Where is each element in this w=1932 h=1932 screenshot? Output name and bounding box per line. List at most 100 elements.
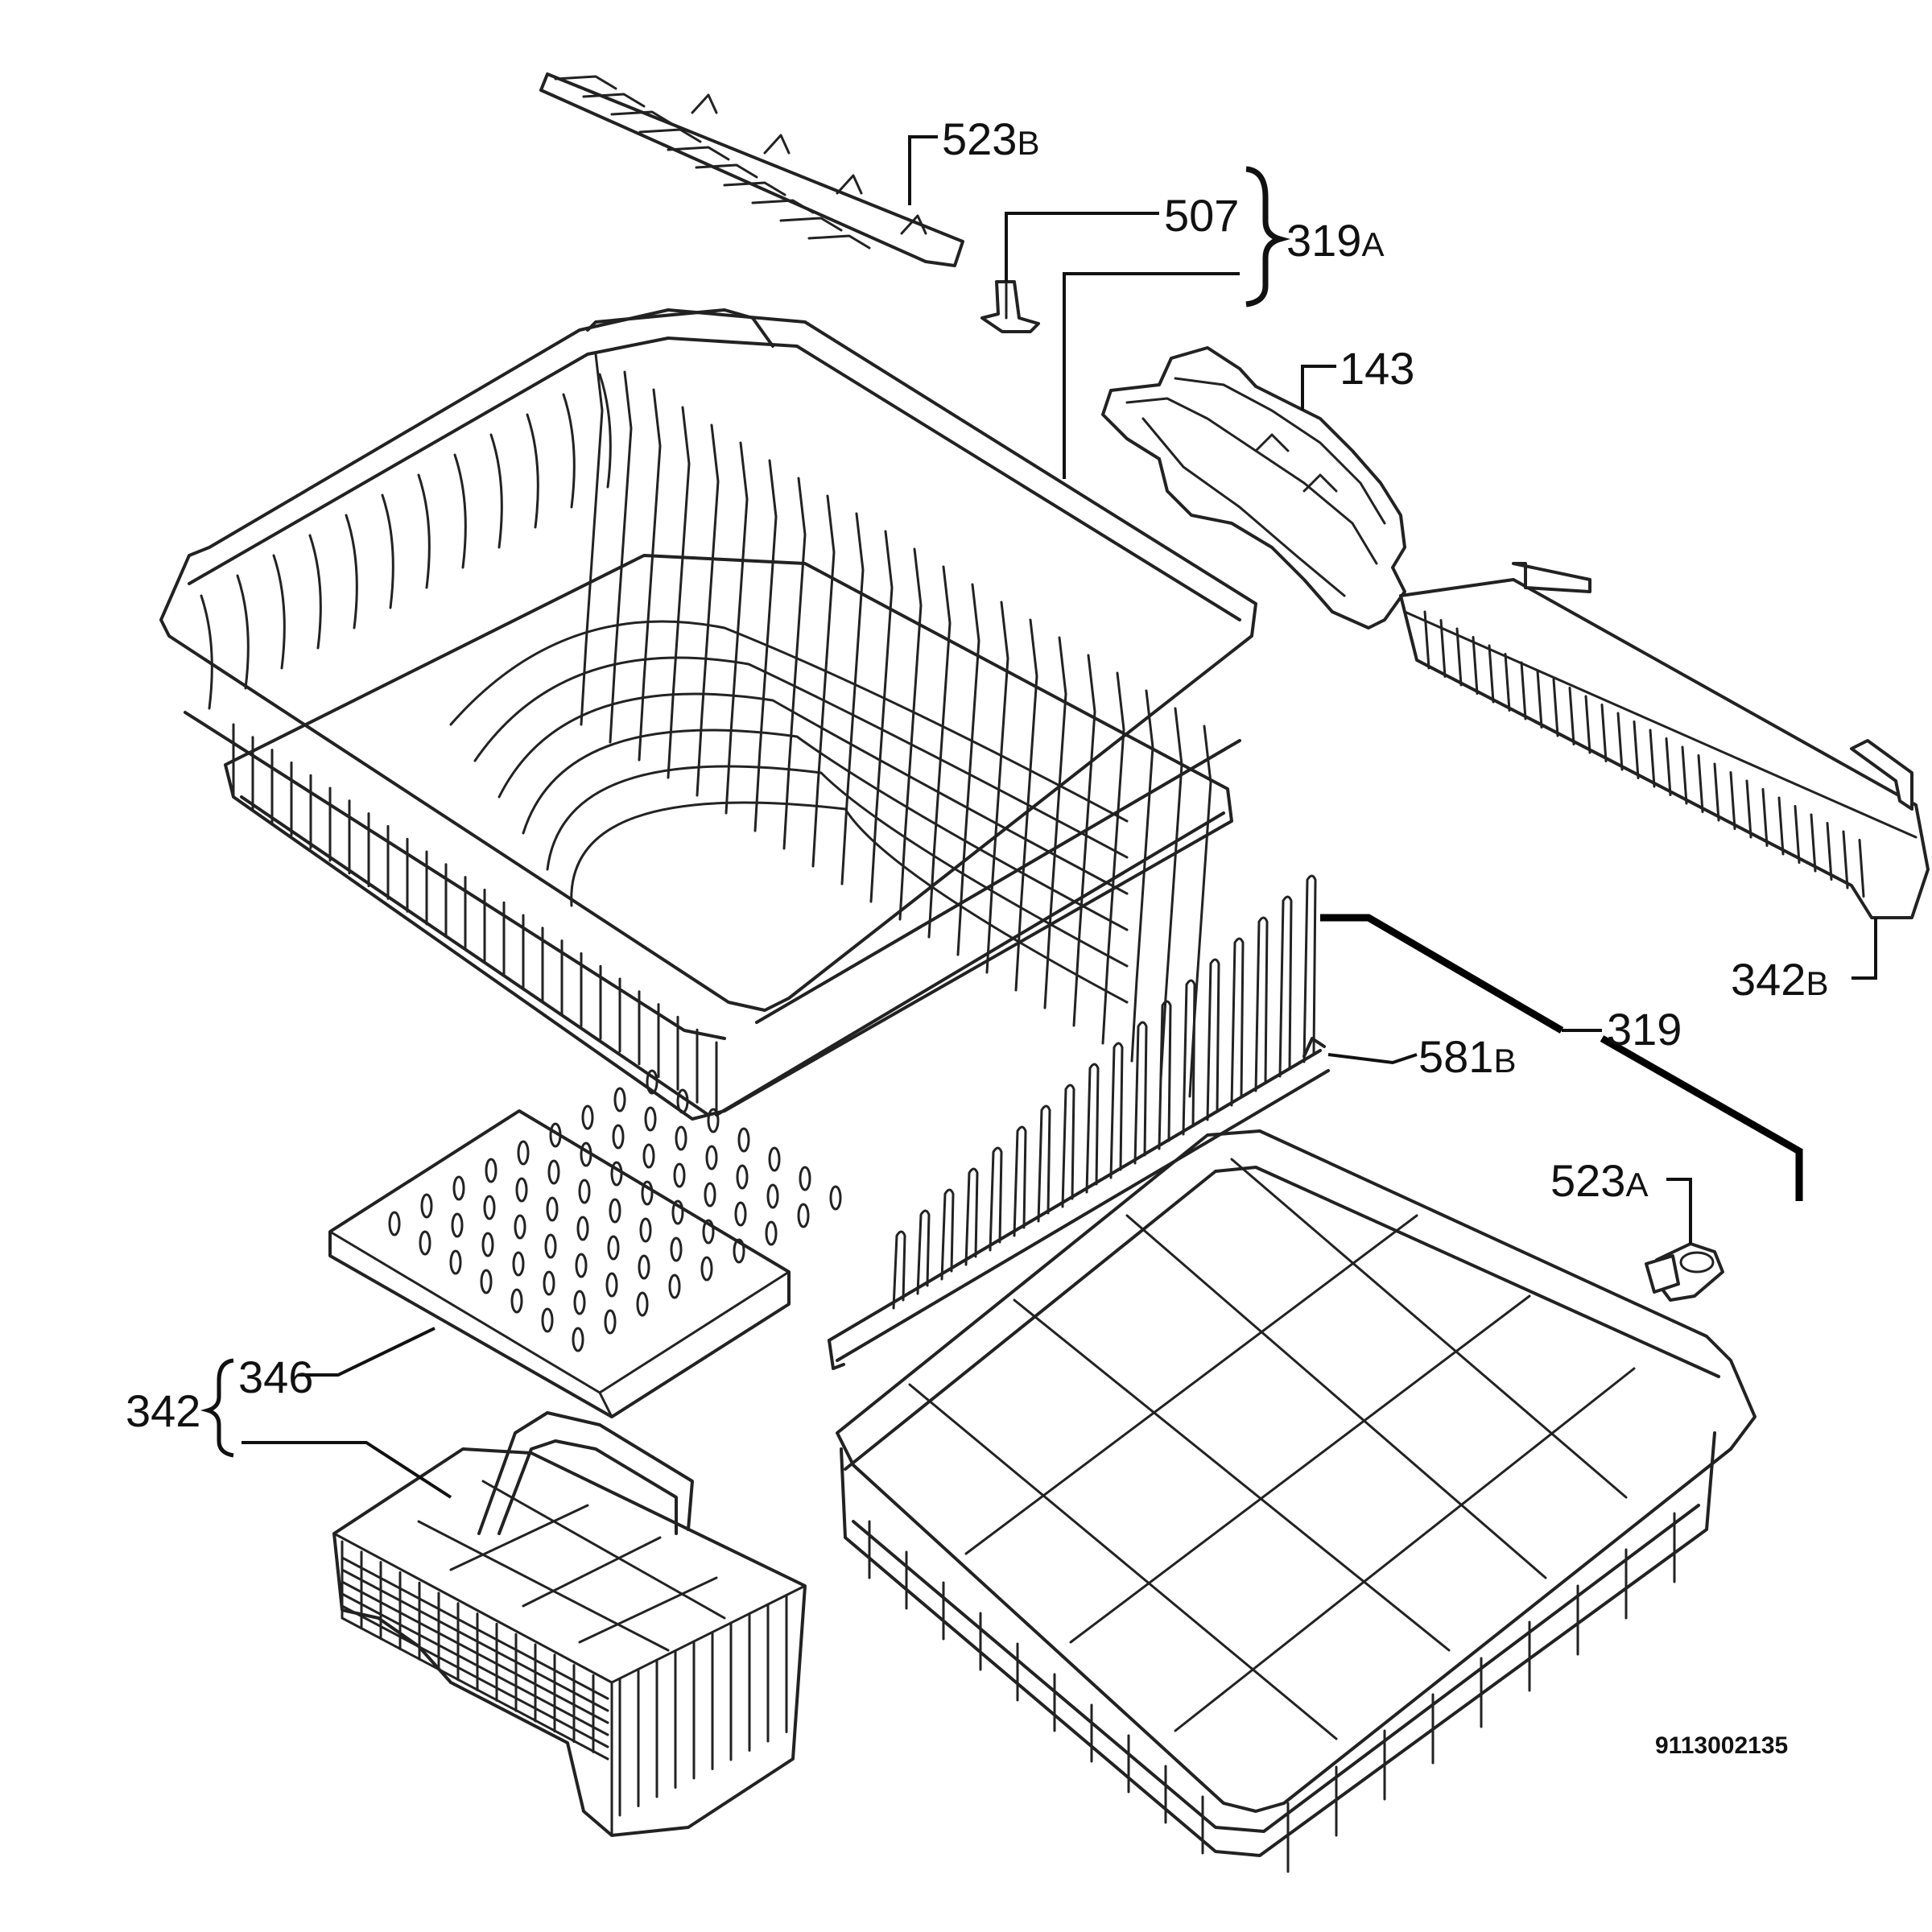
wire-line	[1302, 874, 1317, 1063]
wire-line	[1584, 695, 1591, 754]
lid-slot	[605, 1272, 618, 1298]
wire-line	[1713, 762, 1720, 822]
lid-slot	[638, 1254, 650, 1280]
lid-slot	[736, 1164, 749, 1190]
lid-slot	[481, 1232, 494, 1257]
part-346-basket-lid	[328, 1069, 842, 1418]
wire-line	[1109, 1042, 1124, 1179]
lid-slot	[673, 1162, 686, 1188]
wire-line	[1188, 724, 1212, 1098]
lid-slot	[515, 1177, 528, 1203]
diagram-code: 9113002135	[1655, 1732, 1788, 1759]
wire-line	[1842, 830, 1849, 890]
wire-line	[927, 565, 952, 939]
lid-slot	[734, 1201, 747, 1227]
wire-line	[341, 1568, 609, 1712]
lid-slot	[707, 1108, 720, 1133]
label-342b: 342B	[1731, 954, 1828, 1005]
wire-line	[489, 433, 503, 549]
lid-slot	[639, 1217, 652, 1243]
label-523b: 523B	[942, 114, 1039, 164]
lid-slot	[636, 1291, 649, 1317]
brace-342	[200, 1358, 234, 1458]
label-523a: 523A	[1550, 1155, 1648, 1206]
wire-line	[345, 514, 358, 630]
wire-line	[1552, 678, 1559, 737]
lid-slot	[670, 1236, 683, 1262]
part-342-cutlery-basket	[332, 1411, 807, 1837]
wire-line	[753, 459, 778, 832]
wire-line	[570, 801, 1129, 1004]
wire-line	[1794, 805, 1801, 864]
lid-slot	[572, 1327, 584, 1352]
wire-line	[1761, 788, 1769, 847]
lid-slot	[452, 1175, 465, 1201]
wire-line	[453, 453, 467, 569]
lid-slot	[704, 1182, 716, 1208]
wire-line	[1206, 958, 1220, 1121]
lid-slot	[578, 1179, 591, 1204]
label-319a: 319A	[1286, 215, 1384, 266]
lid-slot	[642, 1143, 655, 1169]
part-342b-side-basket	[1399, 562, 1930, 919]
lid-slot	[676, 1088, 689, 1114]
wire-line	[916, 1209, 931, 1295]
wire-line	[1037, 1104, 1051, 1223]
wire-line	[308, 534, 322, 650]
lid-slot	[609, 1198, 621, 1224]
wire-line	[985, 601, 1009, 974]
wire-line	[526, 413, 539, 529]
lid-slot	[604, 1309, 617, 1335]
wire-line	[341, 1604, 609, 1748]
wire-line	[1254, 916, 1269, 1092]
lid-slot	[543, 1270, 555, 1296]
label-346: 346	[238, 1352, 313, 1402]
lid-slot	[485, 1158, 497, 1183]
lid-slot	[581, 1104, 594, 1130]
wire-line	[1504, 653, 1511, 712]
lid-slot	[420, 1193, 433, 1219]
lid-slot	[737, 1127, 750, 1153]
lower-rack	[836, 1129, 1757, 1873]
leader-lines	[242, 135, 1877, 1499]
wire-line	[940, 1188, 955, 1281]
lid-slot	[544, 1233, 557, 1259]
part-143-holder	[1101, 346, 1406, 630]
wire-line	[497, 692, 1129, 895]
wire-line	[1649, 729, 1656, 788]
wire-line	[869, 530, 894, 903]
wire-line	[236, 574, 250, 690]
wire-line	[1061, 1084, 1075, 1208]
lid-slot	[419, 1230, 431, 1256]
wire-line	[1681, 745, 1688, 805]
wire-line	[1472, 636, 1479, 695]
lid-slot	[768, 1146, 781, 1172]
wire-line	[449, 620, 1129, 823]
cutlery-basket-grid	[341, 1540, 788, 1817]
lid-slot	[607, 1235, 620, 1261]
wire-line	[1697, 754, 1704, 813]
wire-line	[1520, 661, 1527, 720]
side-basket-ribs	[1423, 610, 1865, 898]
wire-line	[1745, 779, 1752, 839]
lid-slot	[610, 1161, 623, 1187]
wire-line	[609, 370, 633, 744]
label-319: 319	[1607, 1004, 1682, 1055]
wire-line	[1665, 737, 1672, 796]
lid-slot	[480, 1269, 493, 1294]
wire-line	[1043, 636, 1067, 1009]
wire-line	[1729, 771, 1736, 830]
lid-slot	[829, 1185, 842, 1211]
wire-line	[522, 729, 1129, 931]
lid-slot	[388, 1211, 401, 1236]
wire-line	[892, 1230, 906, 1310]
lid-slot	[799, 1166, 811, 1191]
wire-line	[1230, 937, 1245, 1107]
lid-slot	[675, 1125, 687, 1151]
wire-line	[811, 494, 836, 868]
wire-line	[546, 765, 1129, 968]
wire-line	[898, 547, 923, 921]
lid-slot	[483, 1195, 496, 1220]
lid-slot	[575, 1253, 588, 1278]
wire-line	[1439, 619, 1447, 678]
